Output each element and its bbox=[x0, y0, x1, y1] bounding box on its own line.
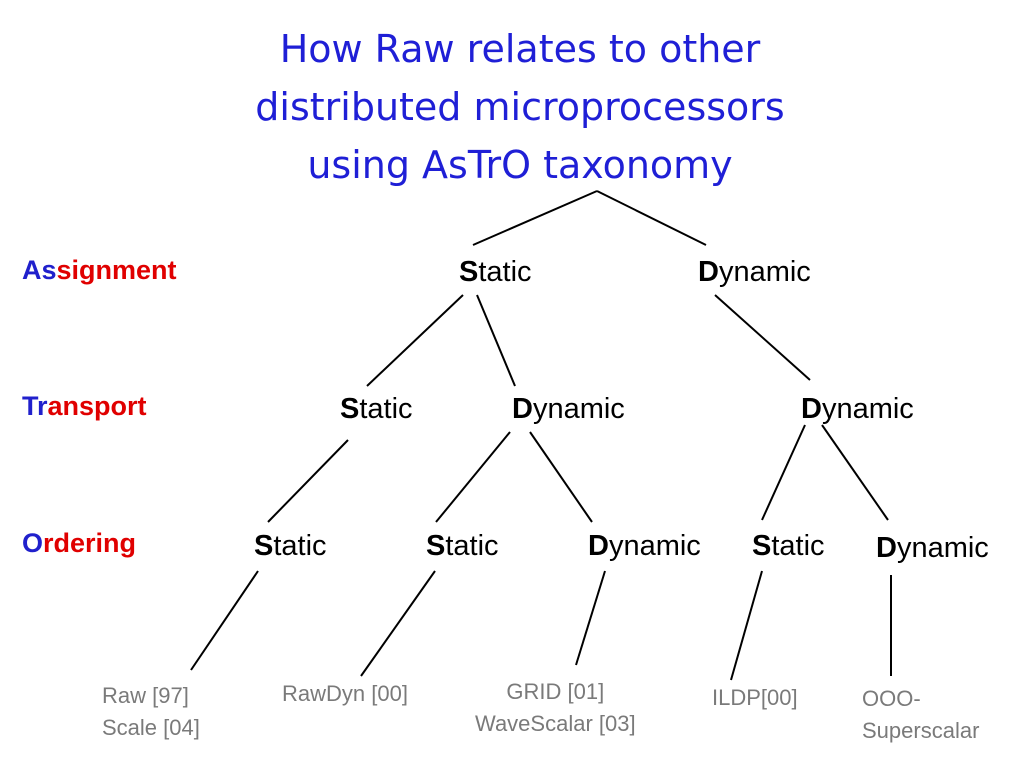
edge-odynamic1-grid bbox=[575, 570, 606, 666]
leaf-grid-line-1: GRID [01] bbox=[506, 679, 605, 704]
leaf-ooo-superscalar: OOO- Superscalar bbox=[862, 683, 979, 747]
edge-static-tstatic bbox=[366, 294, 464, 387]
row-label-ordering: Ordering bbox=[22, 528, 137, 558]
leaf-raw-line-1: Raw [97] bbox=[102, 683, 189, 708]
node-ordering-dynamic-2: Dynamic bbox=[876, 532, 989, 564]
edge-tdynamic2-ostatic3 bbox=[761, 424, 806, 521]
edge-root-static bbox=[472, 190, 598, 246]
leaf-grid-line-2: WaveScalar [03] bbox=[475, 711, 636, 736]
leaf-ooo-line-2: Superscalar bbox=[862, 718, 980, 743]
leaf-ildp-line-1: ILDP[00] bbox=[712, 685, 798, 710]
row-label-assignment: Assignment bbox=[22, 255, 177, 285]
leaf-grid-wavescalar: GRID [01] WaveScalar [03] bbox=[475, 676, 636, 740]
edge-tdynamic-ostatic2 bbox=[435, 431, 511, 523]
node-ordering-static-2: Static bbox=[426, 530, 499, 562]
leaf-rawdyn-line-1: RawDyn [00] bbox=[282, 681, 408, 706]
title-line-3: using AsTrO taxonomy bbox=[307, 143, 733, 187]
edge-root-dynamic bbox=[596, 190, 707, 246]
title-line-1: How Raw relates to other bbox=[279, 27, 761, 71]
node-assignment-static: Static bbox=[459, 256, 532, 288]
leaf-rawdyn: RawDyn [00] bbox=[282, 678, 408, 710]
edge-tdynamic-odynamic1 bbox=[529, 431, 593, 523]
node-ordering-static-1: Static bbox=[254, 530, 327, 562]
leaf-ooo-line-1: OOO- bbox=[862, 686, 921, 711]
title-line-2: distributed microprocessors bbox=[255, 85, 785, 129]
edge-ostatic1-raw bbox=[190, 570, 259, 671]
edge-tstatic-ostatic1 bbox=[267, 439, 349, 523]
node-ordering-static-3: Static bbox=[752, 530, 825, 562]
slide-title: How Raw relates to other distributed mic… bbox=[140, 20, 900, 194]
leaf-raw-scale: Raw [97] Scale [04] bbox=[102, 680, 200, 744]
node-transport-dynamic-right: Dynamic bbox=[801, 393, 914, 425]
node-ordering-dynamic-1: Dynamic bbox=[588, 530, 701, 562]
edge-ostatic2-rawdyn bbox=[360, 570, 436, 677]
edge-dynamic-tdynamic bbox=[714, 294, 811, 381]
node-transport-static: Static bbox=[340, 393, 413, 425]
node-transport-dynamic-left: Dynamic bbox=[512, 393, 625, 425]
leaf-raw-line-2: Scale [04] bbox=[102, 715, 200, 740]
edge-static-tdynamic bbox=[476, 294, 516, 387]
edge-ostatic3-ildp bbox=[730, 570, 763, 681]
leaf-ildp: ILDP[00] bbox=[712, 682, 798, 714]
edge-tdynamic2-odynamic2 bbox=[821, 424, 889, 521]
node-assignment-dynamic: Dynamic bbox=[698, 256, 811, 288]
row-label-transport: Transport bbox=[22, 391, 147, 421]
